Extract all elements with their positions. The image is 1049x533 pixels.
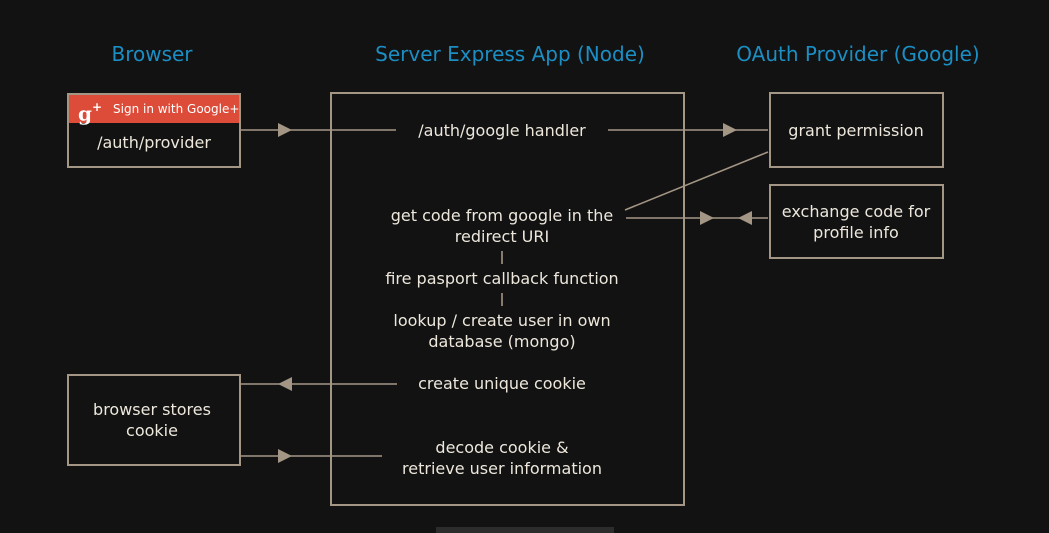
grant-permission-label: grant permission <box>788 121 924 140</box>
provider-column-title: OAuth Provider (Google) <box>736 42 980 66</box>
exchange-code-box <box>769 184 944 259</box>
google-signin-label: Sign in with Google+ <box>113 102 240 116</box>
video-bottom-bar <box>436 527 614 533</box>
browser-stores-cookie-box <box>67 374 241 466</box>
browser-stores-cookie-label: browser stores cookie <box>93 400 211 440</box>
arrow-left-icon <box>278 377 292 391</box>
server-column-title: Server Express App (Node) <box>375 42 645 66</box>
arrow-right-icon <box>278 123 292 137</box>
decode-cookie-label: decode cookie & retrieve user informatio… <box>402 438 602 478</box>
get-code-label: get code from google in the redirect URI <box>390 206 614 246</box>
google-handler-label: /auth/google handler <box>418 121 586 140</box>
arrow-right-icon <box>700 211 714 225</box>
arrow-right-icon <box>723 123 737 137</box>
create-cookie-label: create unique cookie <box>418 374 586 393</box>
grant-permission-box <box>769 92 944 168</box>
google-plus-icon: g+ <box>78 100 103 126</box>
arrow-left-icon <box>738 211 752 225</box>
exchange-code-label: exchange code for profile info <box>781 202 931 242</box>
google-signin-button[interactable]: g+ Sign in with Google+ <box>69 95 240 126</box>
auth-provider-label: /auth/provider <box>97 133 211 152</box>
passport-callback-label: fire pasport callback function <box>385 269 619 288</box>
lookup-user-label: lookup / create user in own database (mo… <box>393 311 611 351</box>
auth-provider-box <box>67 93 241 168</box>
browser-column-title: Browser <box>111 42 193 66</box>
arrow-right-icon <box>278 449 292 463</box>
connector-grant-to-code <box>624 151 769 211</box>
server-box <box>330 92 685 506</box>
